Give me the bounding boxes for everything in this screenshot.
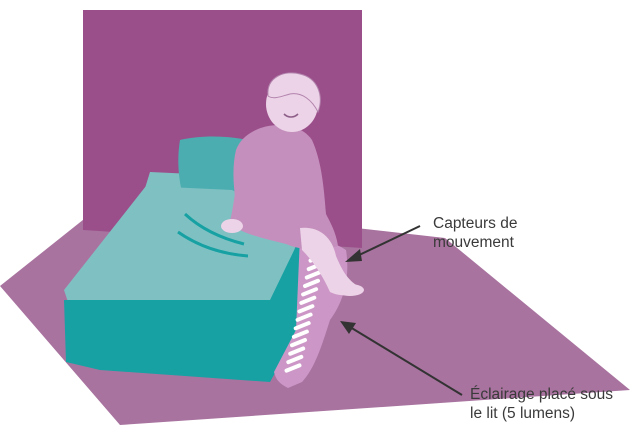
under-bed-lighting-label-line2: le lit (5 lumens) [470, 404, 613, 423]
under-bed-lighting-label: Éclairage placé sous le lit (5 lumens) [470, 385, 613, 423]
person-foot [336, 284, 364, 296]
motion-sensors-label: Capteurs de mouvement [433, 214, 517, 252]
motion-sensors-label-line1: Capteurs de [433, 214, 517, 233]
motion-sensors-label-line2: mouvement [433, 233, 517, 252]
under-bed-lighting-label-line1: Éclairage placé sous [470, 385, 613, 404]
person-hand [221, 219, 243, 233]
